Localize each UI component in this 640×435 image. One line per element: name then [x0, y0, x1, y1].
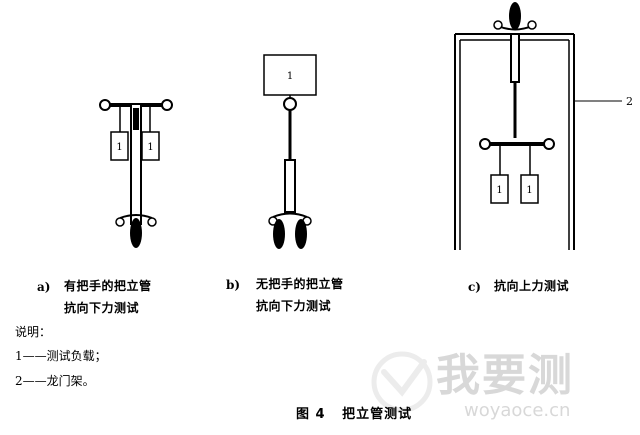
load-label: 1 — [496, 185, 502, 196]
test-load-box — [263, 54, 317, 96]
caption-b-line2: 抗向下力测试 — [256, 299, 332, 313]
figure-title: 图 4 把立管测试 — [296, 407, 413, 422]
load-label: 1 — [526, 185, 532, 196]
test-load-box — [110, 131, 129, 161]
load-label: 1 — [147, 142, 153, 153]
caption-b-line1: 无把手的把立管 — [256, 277, 344, 291]
watermark-logo — [371, 351, 433, 413]
legend-item-2: 2——龙门架。 — [15, 374, 95, 388]
test-load-box — [520, 174, 539, 204]
legend-heading: 说明： — [15, 325, 52, 339]
caption-a-line2: 抗向下力测试 — [64, 301, 140, 315]
watermark-url: woyaoce.cn — [464, 400, 571, 421]
test-load-box — [490, 174, 509, 204]
figure-a-stem-with-handlebar — [99, 99, 173, 248]
load-label: 1 — [287, 71, 293, 82]
caption-c-line1: 抗向上力测试 — [494, 279, 570, 293]
caption-c-letter: c) — [468, 280, 481, 294]
legend-item-1: 1——测试负载； — [15, 349, 107, 363]
caption-b-letter: b) — [226, 278, 241, 292]
test-load-box — [141, 131, 160, 161]
load-label: 1 — [116, 142, 122, 153]
watermark-text: 我要测 — [436, 350, 574, 401]
figure-c-upward-force-test — [454, 2, 622, 250]
caption-a-letter: a) — [37, 280, 51, 294]
figure-b-stem-without-handlebar — [263, 54, 317, 249]
gantry-label: 2 — [626, 95, 633, 108]
caption-a-line1: 有把手的把立管 — [64, 279, 152, 293]
